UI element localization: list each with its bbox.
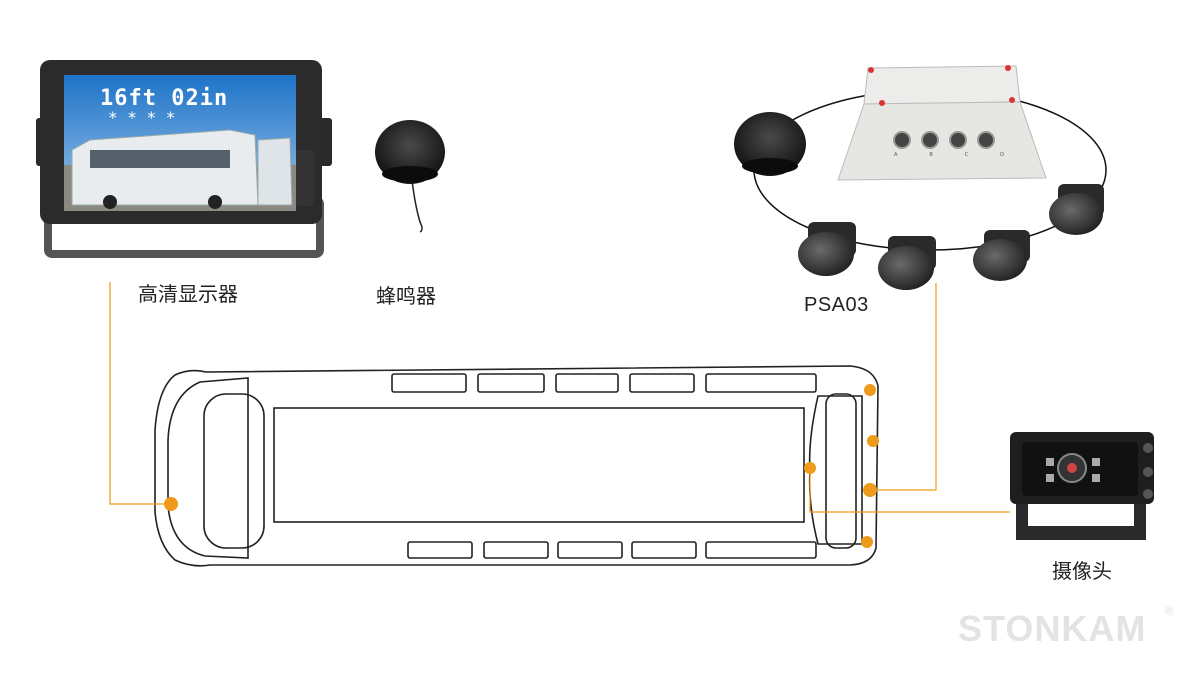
port-label-d: D [1000, 152, 1004, 158]
monitor-connection-line [109, 282, 170, 505]
camera-device [1010, 432, 1154, 540]
parking-sensor-2 [878, 236, 936, 290]
port-label-a: A [894, 152, 898, 158]
bus-outline [154, 365, 879, 567]
connection-lines [109, 282, 1010, 513]
parking-sensor-3 [973, 230, 1030, 281]
parking-sensor-1 [798, 222, 856, 276]
monitor-distance-markers: * * * * [108, 108, 176, 127]
connection-dots [164, 384, 879, 548]
monitor-connection-dot [164, 497, 178, 511]
buzzer-device [375, 120, 445, 233]
sensor-point-dot [864, 384, 876, 396]
monitor-device [36, 60, 332, 258]
sensor-point-dot [867, 435, 879, 447]
parking-sensor-4 [1049, 184, 1104, 235]
registered-mark: ® [1163, 604, 1175, 618]
buzzer-label: 蜂鸣器 [376, 284, 436, 308]
sensor-point-dot [863, 483, 877, 497]
watermark-logo: STONKAM [958, 608, 1147, 649]
sensor-point-dot [861, 536, 873, 548]
control-box-port-labels: A B C D [894, 152, 1004, 158]
camera-label: 摄像头 [1052, 559, 1112, 583]
psa03-label: PSA03 [804, 294, 869, 316]
port-label-b: B [929, 152, 933, 158]
camera-connection-dot [804, 462, 816, 474]
psa03-kit [734, 65, 1107, 290]
port-label-c: C [964, 152, 969, 158]
psa03-connection-line [869, 283, 937, 491]
monitor-distance-readout: 16ft 02in [100, 86, 229, 111]
camera-connection-line [809, 468, 1010, 513]
monitor-label: 高清显示器 [138, 282, 238, 306]
control-box [837, 65, 1047, 181]
